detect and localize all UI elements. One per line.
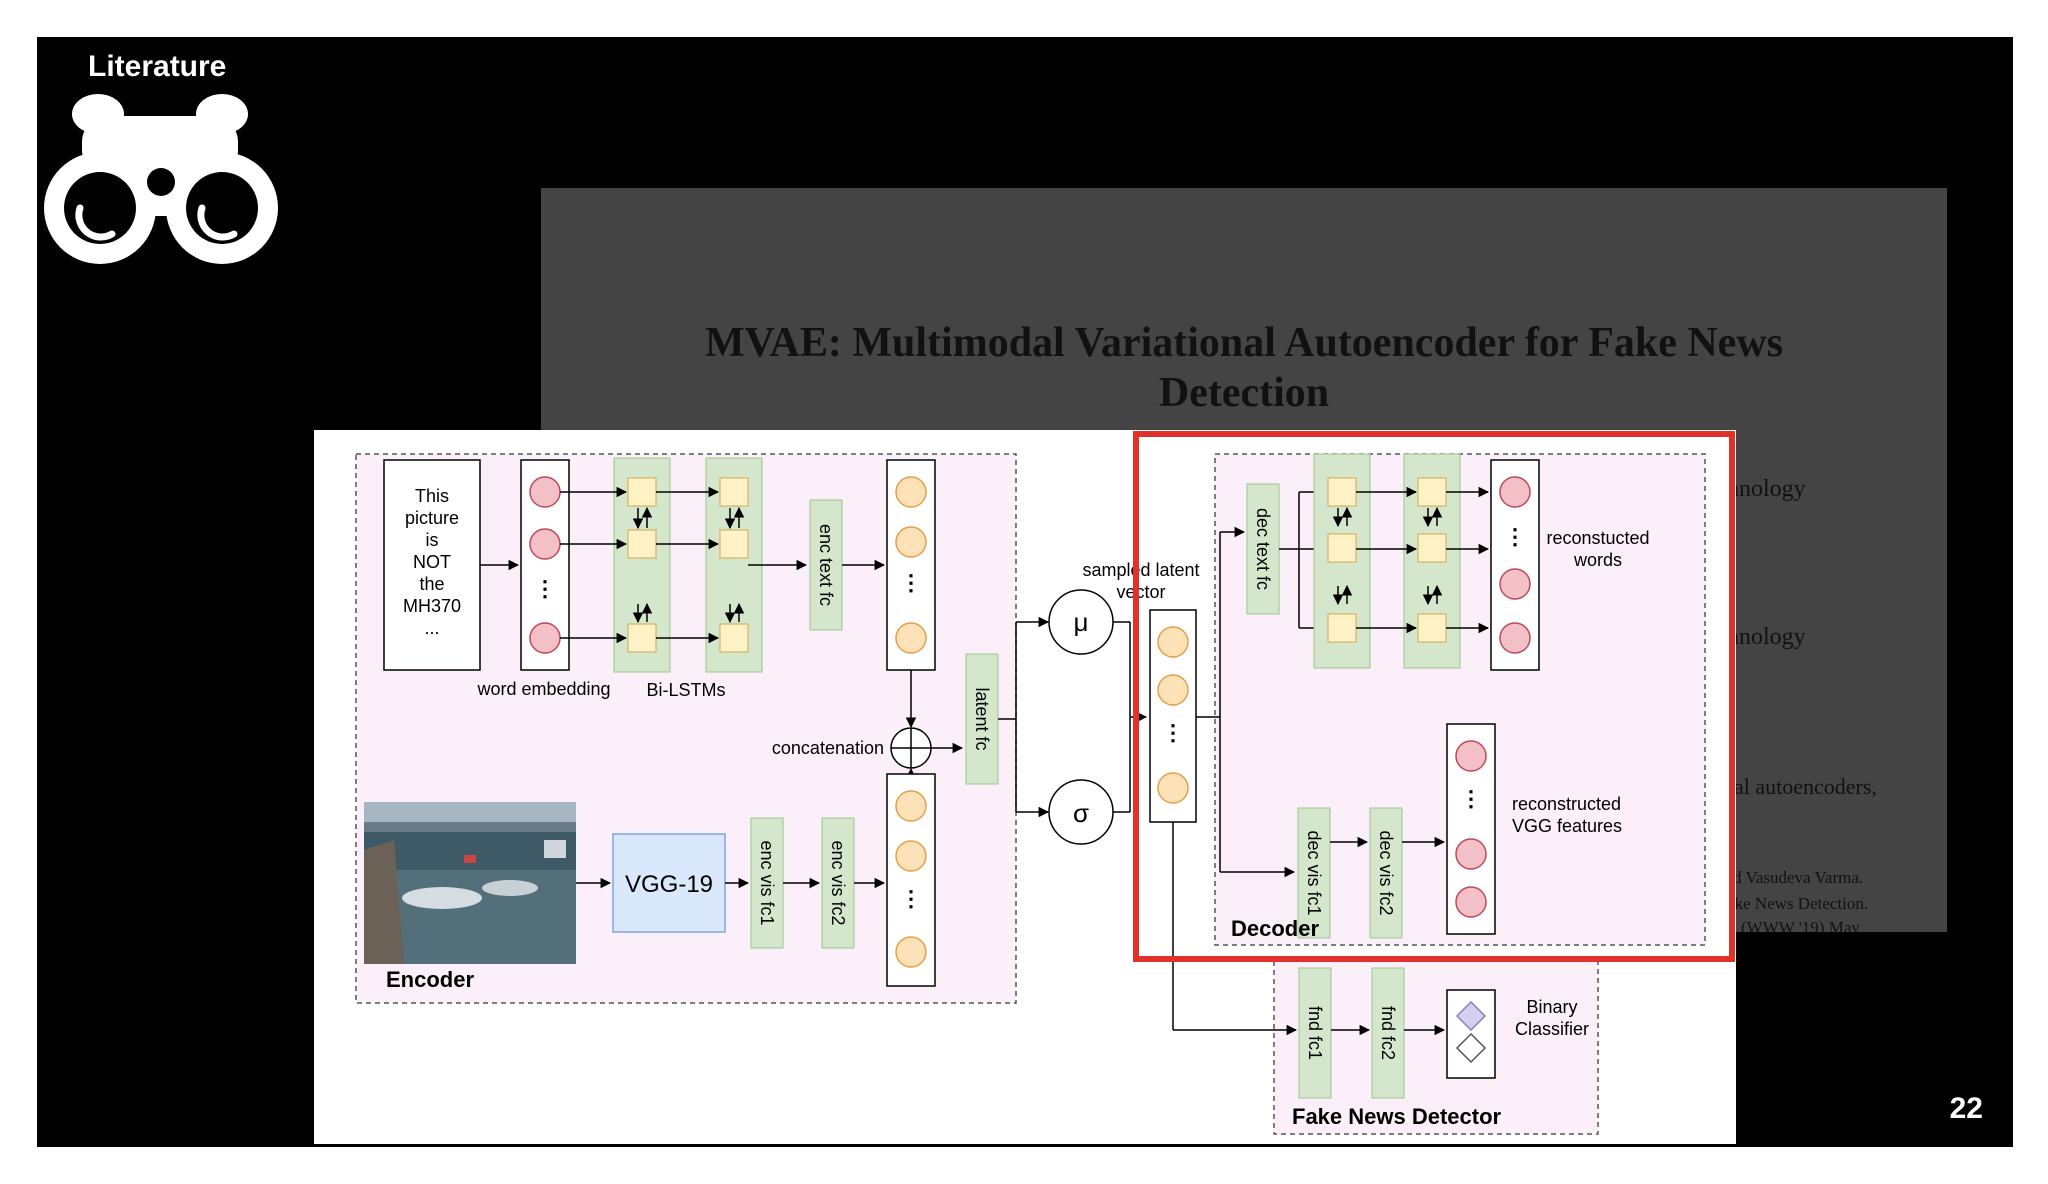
- input-text-line: This: [415, 486, 449, 506]
- binary-classifier-label: Classifier: [1515, 1019, 1589, 1039]
- paper-title-line2: Detection: [1158, 370, 1330, 416]
- dec-text-fc: [1246, 483, 1280, 615]
- paper-title-line1: MVAE: Multimodal Variational Autoencoder…: [705, 320, 1783, 366]
- svg-text:⋮: ⋮: [900, 886, 922, 911]
- enc-text-fc-label: enc text fc: [816, 524, 836, 606]
- svg-text:⋮: ⋮: [534, 576, 556, 601]
- sigma-label: σ: [1073, 798, 1089, 828]
- enc-vis-fc1: [750, 817, 784, 949]
- paper-fragment: (WWW '19) May: [1741, 918, 1860, 932]
- input-text-line: is: [426, 530, 439, 550]
- enc-vis-fc2-label: enc vis fc2: [828, 840, 848, 925]
- binary-classifier-label: Binary: [1526, 997, 1577, 1017]
- fnd-fc2: [1371, 967, 1405, 1099]
- dec-vis-fc1-label: dec vis fc1: [1304, 830, 1324, 915]
- sampled-latent-label: sampled latent: [1082, 560, 1199, 580]
- dec-vis-fc1: [1297, 807, 1331, 939]
- svg-text:⋮: ⋮: [1504, 524, 1526, 549]
- enc-vis-fc1-label: enc vis fc1: [757, 840, 777, 925]
- page-number: 22: [1949, 1092, 1983, 1125]
- paper-fragment: nal autoencoders,: [1723, 774, 1877, 799]
- embedding-node: [529, 622, 561, 654]
- mvae-architecture-figure: This picture is NOT the MH370 ... ⋮ word…: [314, 430, 1736, 1144]
- enc-text-fc: [809, 499, 843, 631]
- embedding-node: [529, 476, 561, 508]
- svg-text:⋮: ⋮: [1162, 720, 1184, 745]
- dec-vis-fc2: [1369, 807, 1403, 939]
- svg-text:⋮: ⋮: [1460, 786, 1482, 811]
- reconstructed-words-label: words: [1573, 550, 1622, 570]
- binoculars-icon: [42, 86, 282, 277]
- reconstructed-vgg-label: reconstructed: [1512, 794, 1621, 814]
- embedding-node: [529, 528, 561, 560]
- encoder-label: Encoder: [386, 967, 474, 992]
- header-title: Literature: [88, 50, 227, 83]
- decoder-highlight-box: [1133, 431, 1735, 962]
- sampled-latent-label: vector: [1116, 582, 1165, 602]
- class-fake-node: [1455, 1000, 1487, 1032]
- vgg19-block: [612, 833, 726, 933]
- decoder-label: Decoder: [1231, 916, 1319, 941]
- paper-title: MVAE: Multimodal Variational Autoencoder…: [541, 318, 1947, 418]
- input-text-line: MH370: [403, 596, 461, 616]
- paper-fragment: ake News Detection.: [1727, 894, 1869, 913]
- news-image: [364, 802, 576, 964]
- fnd-fc1: [1298, 967, 1332, 1099]
- fnd-fc1-label: fnd fc1: [1305, 1006, 1325, 1060]
- dec-vis-fc2-label: dec vis fc2: [1376, 830, 1396, 915]
- input-text-line: ...: [424, 618, 439, 638]
- reconstructed-vgg-label: VGG features: [1512, 816, 1622, 836]
- enc-vis-fc2: [821, 817, 855, 949]
- paper-fragment: hnology: [1727, 476, 1806, 502]
- vgg19-label: VGG-19: [625, 871, 713, 898]
- concatenation-label: concatenation: [772, 738, 884, 758]
- input-text-line: the: [419, 574, 444, 594]
- bilstm-label: Bi-LSTMs: [646, 680, 725, 700]
- word-embedding-label: word embedding: [476, 679, 610, 699]
- fake-news-detector-label: Fake News Detector: [1292, 1104, 1502, 1129]
- dec-text-fc-label: dec text fc: [1253, 508, 1273, 590]
- input-text-box: [383, 459, 481, 671]
- paper-fragment: d Vasudeva Varma.: [1733, 868, 1864, 887]
- svg-text:⋮: ⋮: [900, 570, 922, 595]
- mu-label: μ: [1074, 607, 1089, 637]
- latent-fc-label: latent fc: [972, 687, 992, 750]
- class-real-node: [1455, 1032, 1487, 1064]
- input-text-line: picture: [405, 508, 459, 528]
- paper-fragment: hnology: [1727, 624, 1806, 650]
- input-text-line: NOT: [413, 552, 451, 572]
- fnd-fc2-label: fnd fc2: [1378, 1006, 1398, 1060]
- reconstructed-words-label: reconstucted: [1546, 528, 1649, 548]
